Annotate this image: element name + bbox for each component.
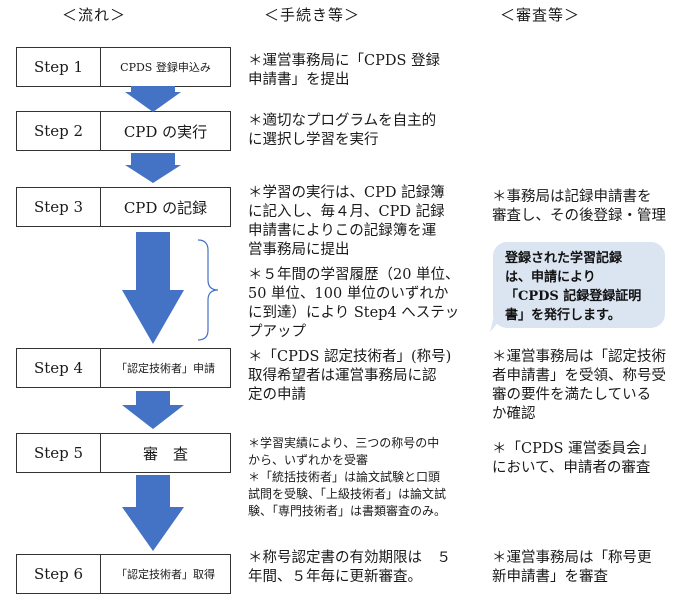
review-step-5: ＊「CPDS 運営委員会」 において、申請者の審査 bbox=[492, 441, 656, 476]
procedure-step-3b: ＊５年間の学習履歴（20 単位、 50 単位、100 単位のいずれか に到達）に… bbox=[248, 267, 460, 340]
header-flow: ＜流れ＞ bbox=[62, 6, 127, 24]
step-6-label: Step 6 bbox=[16, 554, 101, 594]
step-1-name: CPDS 登録申込み bbox=[100, 47, 231, 87]
step-2-label: Step 2 bbox=[16, 111, 101, 151]
arrow-down-icon bbox=[122, 391, 184, 429]
arrow-down-icon bbox=[122, 475, 184, 551]
step-5-label: Step 5 bbox=[16, 433, 101, 473]
review-step-4: ＊運営事務局は「認定技術 者申請書」を受領、称号受 審の要件を満たしている か確… bbox=[492, 349, 666, 422]
step-3-name: CPD の記録 bbox=[100, 187, 231, 227]
procedure-step-2: ＊適切なプログラムを自主的 に選択し学習を実行 bbox=[248, 113, 437, 148]
callout-pointer-icon bbox=[490, 300, 512, 332]
callout-bubble bbox=[493, 242, 665, 328]
callout-text: 登録された学習記録 は、申請により 「CPDS 記録登録証明 書」を発行します。 bbox=[505, 251, 642, 323]
step-4-label: Step 4 bbox=[16, 348, 101, 388]
arrow-down-icon bbox=[125, 153, 181, 183]
header-procedure: ＜手続き等＞ bbox=[264, 6, 361, 24]
step-5-name: 審 査 bbox=[100, 433, 231, 473]
procedure-step-1: ＊運営事務局に「CPDS 登録 申請書」を提出 bbox=[248, 53, 441, 88]
procedure-step-6: ＊称号認定書の有効期限は ５ 年間、５年毎に更新審査。 bbox=[248, 550, 451, 585]
arrow-down-icon bbox=[125, 86, 181, 112]
procedure-step-4: ＊「CPDS 認定技術者」(称号) 取得希望者は運営事務局に認 定の申請 bbox=[248, 349, 452, 403]
step-4-name: 「認定技術者」申請 bbox=[100, 348, 231, 388]
procedure-step-3a: ＊学習の実行は、CPD 記録簿 に記入し、毎４月、CPD 記録 申請書によりこの… bbox=[248, 185, 445, 258]
step-3-label: Step 3 bbox=[16, 187, 101, 227]
step-2-name: CPD の実行 bbox=[100, 111, 231, 151]
procedure-step-5: ＊学習実績により、三つの称号の中 から、いずれかを受審 ＊「統括技術者」は論文試… bbox=[248, 436, 447, 518]
step-6-name: 「認定技術者」取得 bbox=[100, 554, 231, 594]
step-1-label: Step 1 bbox=[16, 47, 101, 87]
review-step-3: ＊事務局は記録申請書を 審査し、その後登録・管理 bbox=[492, 189, 666, 224]
arrow-down-icon bbox=[122, 232, 184, 344]
review-step-6: ＊運営事務局は「称号更 新申請書」を審査 bbox=[492, 550, 652, 585]
header-review: ＜審査等＞ bbox=[500, 6, 581, 24]
bracket-icon bbox=[197, 239, 219, 341]
